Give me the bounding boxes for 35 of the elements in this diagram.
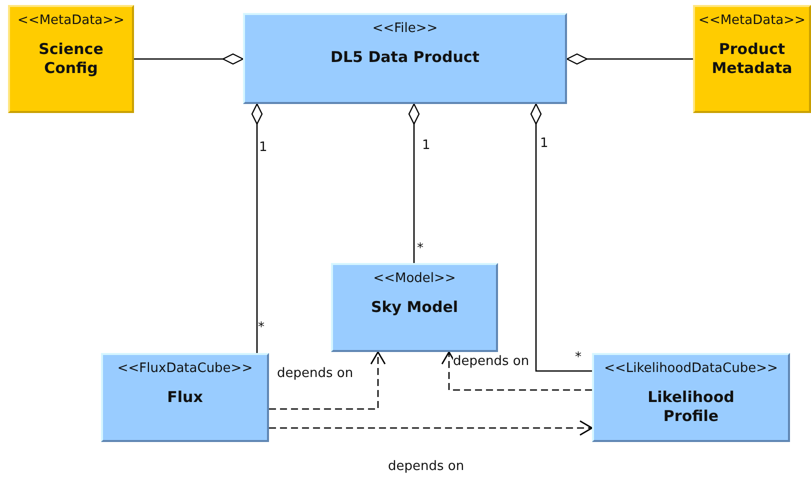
aggregation-line [566,53,693,65]
aggregation-line [134,53,244,65]
dependency-arrow [269,351,386,410]
metadata-class-box [693,5,811,113]
stereotype-label: <<File>> [372,21,438,36]
dependency-arrow [269,420,593,436]
stereotype-label: <<LikelihoodDataCube>> [604,361,778,376]
class-box [101,353,269,442]
class-name: Science Config [38,40,104,78]
class-name: DL5 Data Product [330,48,480,67]
metadata-class-box [8,5,134,113]
aggregation-line [530,103,592,372]
edge-label: depends on [277,366,354,381]
edge-label: depends on [388,459,464,474]
multiplicity-label: 1 [422,139,430,153]
stereotype-label: <<Model>> [373,271,456,286]
class-name: Sky Model [370,298,458,317]
multiplicity-label: * [258,321,264,335]
class-name: Flux [167,388,203,407]
class-box [592,353,790,442]
stereotype-label: <<FluxDataCube>> [117,361,253,376]
multiplicity-label: 1 [259,141,268,155]
stereotype-label: <<MetaData>> [18,13,124,28]
class-box [331,263,498,352]
class-box [243,13,567,104]
class-name: Product Metadata [710,40,794,78]
edge-label: depends on [453,354,530,369]
dependency-arrow [441,351,592,391]
multiplicity-label: 1 [540,137,548,151]
aggregation-line [251,103,263,353]
stereotype-label: <<MetaData>> [698,13,806,28]
class-name: Likelihood Profile [646,388,736,426]
multiplicity-label: * [575,351,582,365]
multiplicity-label: * [417,242,424,256]
aggregation-line [408,103,420,263]
